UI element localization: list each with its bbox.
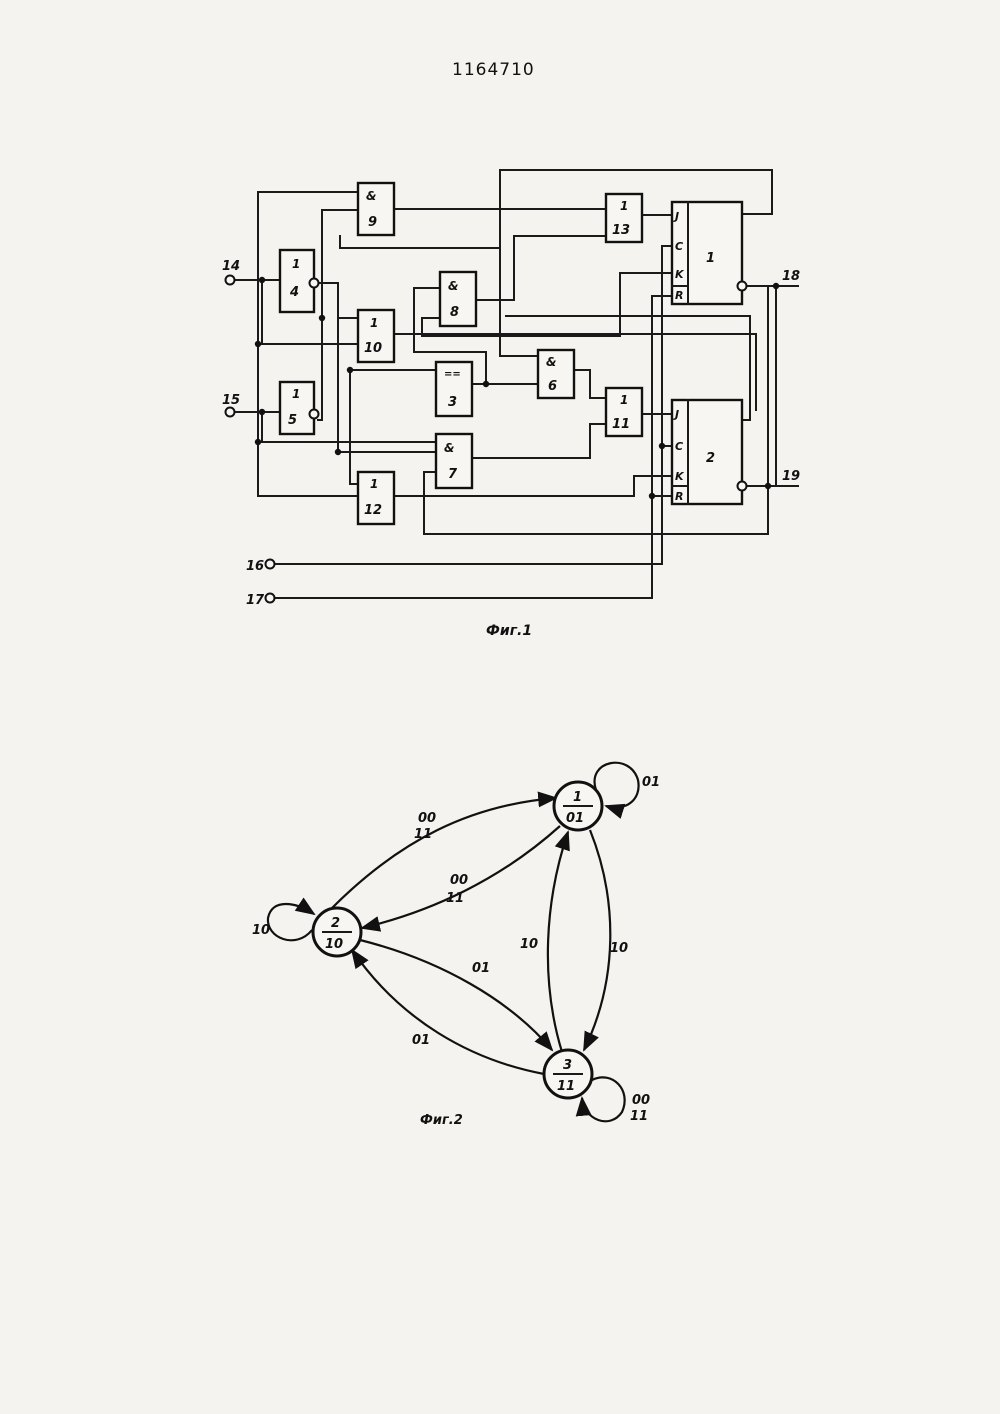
edge-s3-s2 [352,950,544,1074]
svg-text:3: 3 [448,395,457,410]
label-s3-s2: 01 [412,1033,430,1048]
svg-text:9: 9 [368,215,377,230]
svg-text:3: 3 [563,1058,572,1073]
gate-12: 1 12 [358,472,394,524]
terminal-15 [226,408,235,417]
svg-text:&: & [448,279,458,293]
svg-text:&: & [444,441,454,455]
svg-text:K: K [675,470,685,483]
edge-labels: 01 10 00 11 00 11 00 11 01 01 10 10 [252,775,660,1124]
gate-4: 1 4 [280,250,319,312]
svg-text:&: & [366,189,376,203]
label-s3-loop-a: 00 [632,1093,650,1108]
state-3: 3 11 [544,1050,592,1098]
label-s3-s1: 10 [520,937,538,952]
svg-text:1: 1 [370,316,378,330]
terminal-label-17: 17 [246,593,265,608]
svg-text:11: 11 [557,1079,575,1094]
state-2: 2 10 [313,908,361,956]
logic-circuit: 14 15 16 17 18 19 & 9 1 4 & [222,170,800,639]
label-s2-s1-b: 11 [414,827,432,842]
svg-text:1: 1 [370,477,378,491]
svg-text:1: 1 [292,387,300,401]
label-s1-s2-b: 11 [446,891,464,906]
svg-text:10: 10 [364,341,382,356]
svg-text:C: C [675,240,683,253]
label-s2-loop: 10 [252,923,270,938]
flipflop-2: J C K R 2 [672,400,747,504]
fig2-caption: Фиг.2 [420,1113,463,1128]
svg-text:&: & [546,355,556,369]
svg-text:R: R [675,490,683,503]
flipflop-1: J C K R 1 [672,202,747,304]
terminal-label-18: 18 [782,269,800,284]
gate-8: & 8 [440,272,476,326]
label-s1-loop: 01 [642,775,660,790]
loop-s2 [268,904,314,940]
terminal-label-19: 19 [782,469,800,484]
svg-text:C: C [675,440,683,453]
svg-text:5: 5 [288,413,297,428]
svg-text:01: 01 [566,811,584,826]
terminal-14 [226,276,235,285]
gate-9: & 9 [358,183,394,235]
gate-6: & 6 [538,350,574,398]
svg-text:4: 4 [289,285,299,300]
gate-13: 1 13 [606,194,642,242]
edge-s1-s3 [584,830,610,1050]
terminal-17 [266,594,275,603]
edge-s2-s1 [332,798,556,908]
svg-text:7: 7 [448,467,458,482]
svg-text:1: 1 [620,393,628,407]
terminal-label-14: 14 [222,259,240,274]
svg-text:6: 6 [548,379,557,394]
terminal-label-16: 16 [246,559,264,574]
label-s2-s3: 01 [472,961,490,976]
svg-text:2: 2 [331,916,340,931]
svg-text:R: R [675,289,683,302]
label-s3-loop-b: 11 [630,1109,648,1124]
terminal-label-15: 15 [222,393,240,408]
svg-text:8: 8 [450,305,459,320]
label-s1-s2-a: 00 [450,873,468,888]
svg-text:2: 2 [706,451,715,466]
svg-text:1: 1 [573,790,582,805]
label-s1-s3: 10 [610,941,628,956]
state-1: 1 01 [554,782,602,830]
svg-text:==: == [444,369,461,380]
svg-text:10: 10 [325,937,343,952]
label-s2-s1-a: 00 [418,811,436,826]
svg-text:1: 1 [292,257,300,271]
gate-11: 1 11 [606,388,642,436]
fig1-caption: Фиг.1 [486,623,532,639]
svg-text:K: K [675,268,685,281]
svg-text:11: 11 [612,417,630,432]
terminal-16 [266,560,275,569]
svg-text:1: 1 [620,199,628,213]
gate-7: & 7 [436,434,472,488]
edge-s3-s1 [548,832,568,1052]
gate-5: 1 5 [280,382,319,434]
svg-text:12: 12 [364,503,382,518]
gate-10: 1 10 [358,310,394,362]
state-diagram: 1 01 2 10 3 11 01 10 00 11 00 [252,763,660,1128]
svg-text:13: 13 [612,223,630,238]
svg-text:1: 1 [706,251,715,266]
gate-3: == 3 [436,362,472,416]
